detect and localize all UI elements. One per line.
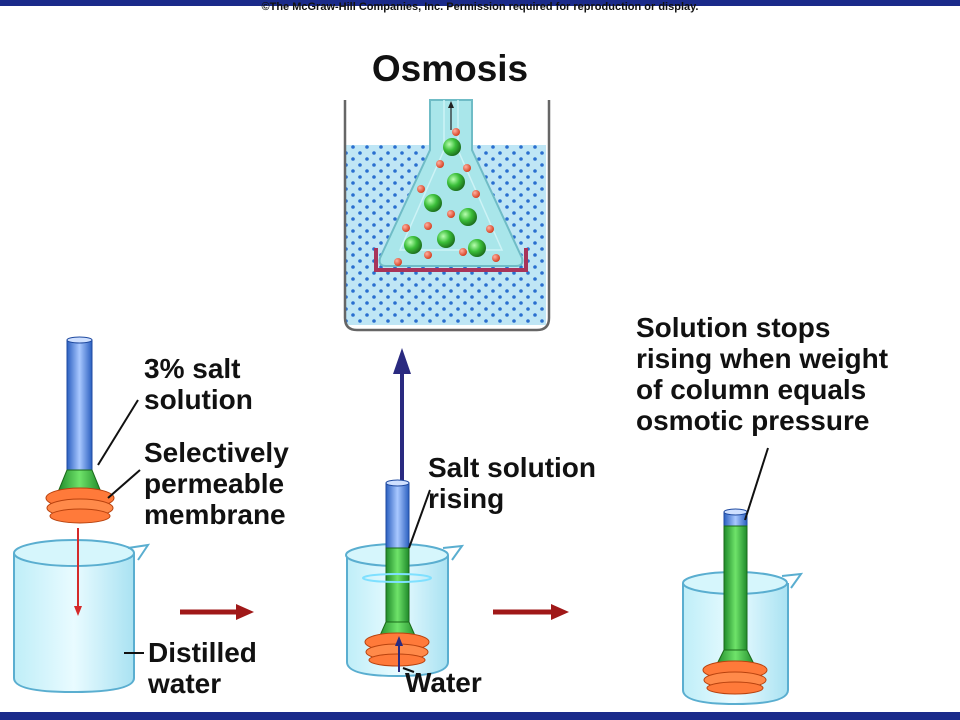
arrow-stage1-to-2: [180, 604, 254, 620]
label-stops-rising-line2: rising when weight: [636, 343, 889, 374]
label-distilled-water-line1: Distilled: [148, 637, 257, 668]
osmosis-zoom-beaker: [343, 99, 551, 332]
leader-lines: [97, 399, 769, 673]
label-salt-solution: 3% salt solution: [144, 353, 253, 415]
copyright-notice: ©The McGraw-Hill Companies, Inc. Permiss…: [261, 1, 699, 13]
label-salt-solution-line2: solution: [144, 384, 253, 415]
stage1-beaker: [13, 528, 151, 694]
label-membrane-line3: membrane: [144, 499, 286, 530]
zoom-up-arrow: [393, 348, 411, 480]
label-stops-rising-line1: Solution stops: [636, 312, 831, 343]
label-water: Water: [405, 667, 482, 698]
diagram-title: Osmosis: [371, 48, 529, 89]
label-stops-rising-line4: osmotic pressure: [636, 405, 870, 436]
label-stops-rising-line3: of column equals: [636, 374, 867, 405]
label-salt-rising: Salt solution rising: [428, 452, 596, 514]
stage3-beaker: [682, 508, 804, 706]
stage2-beaker: [345, 479, 465, 678]
label-salt-solution-line1: 3% salt: [144, 353, 241, 384]
label-membrane-line2: permeable: [144, 468, 285, 499]
label-distilled-water: Distilled water: [148, 637, 257, 699]
label-distilled-water-line2: water: [148, 668, 222, 699]
label-salt-rising-line2: rising: [428, 483, 505, 514]
label-stops-rising: Solution stops rising when weight of col…: [636, 312, 888, 436]
label-salt-rising-line1: Salt solution: [428, 452, 596, 483]
stage1-apparatus: [45, 336, 115, 524]
label-membrane: Selectively permeable membrane: [144, 437, 289, 530]
label-membrane-line1: Selectively: [144, 437, 289, 468]
bottom-frame-bar: [0, 712, 960, 720]
arrow-stage2-to-3: [493, 604, 569, 620]
top-frame-bar: [0, 0, 960, 6]
